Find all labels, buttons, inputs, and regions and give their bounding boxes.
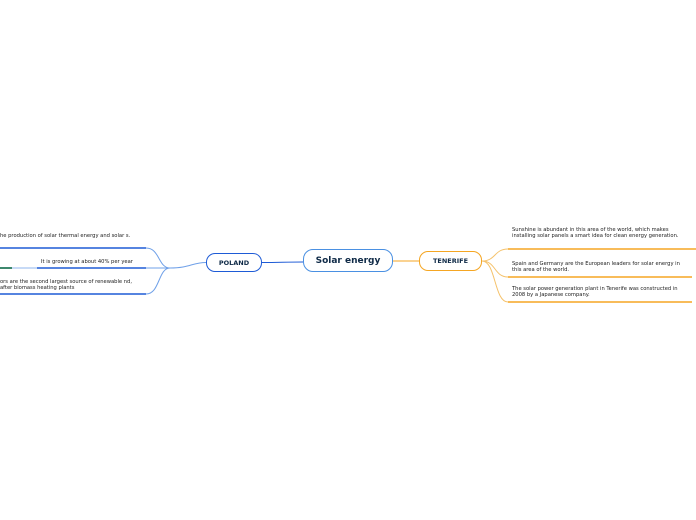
link-poland-item-1 [145, 247, 171, 269]
link-central-poland [261, 261, 304, 263]
link-poland-item-3 [145, 267, 171, 295]
poland-item-1[interactable]: he production of solar thermal energy an… [0, 233, 131, 239]
branch-tenerife[interactable]: TENERIFE [419, 251, 482, 271]
tenerife-item-1[interactable]: Sunshine is abundant in this area of the… [512, 227, 679, 240]
tenerife-item-3[interactable]: The solar power generation plant in Tene… [512, 286, 678, 299]
link-tenerife-item-1 [481, 248, 509, 262]
branch-poland-label: POLAND [218, 258, 250, 267]
poland-item-3[interactable]: ors are the second largest source of ren… [0, 279, 132, 292]
link-poland-hub [169, 262, 207, 269]
link-tenerife-item-2 [481, 260, 509, 278]
link-tenerife-item-3 [481, 260, 509, 303]
branch-poland[interactable]: POLAND [206, 253, 262, 272]
central-topic-label: Solar energy [315, 255, 381, 266]
poland-item-2[interactable]: It is growing at about 40% per year [41, 259, 133, 265]
tenerife-item-2[interactable]: Spain and Germany are the European leade… [512, 261, 680, 274]
central-topic[interactable]: Solar energy [303, 249, 393, 272]
branch-tenerife-label: TENERIFE [432, 257, 469, 265]
